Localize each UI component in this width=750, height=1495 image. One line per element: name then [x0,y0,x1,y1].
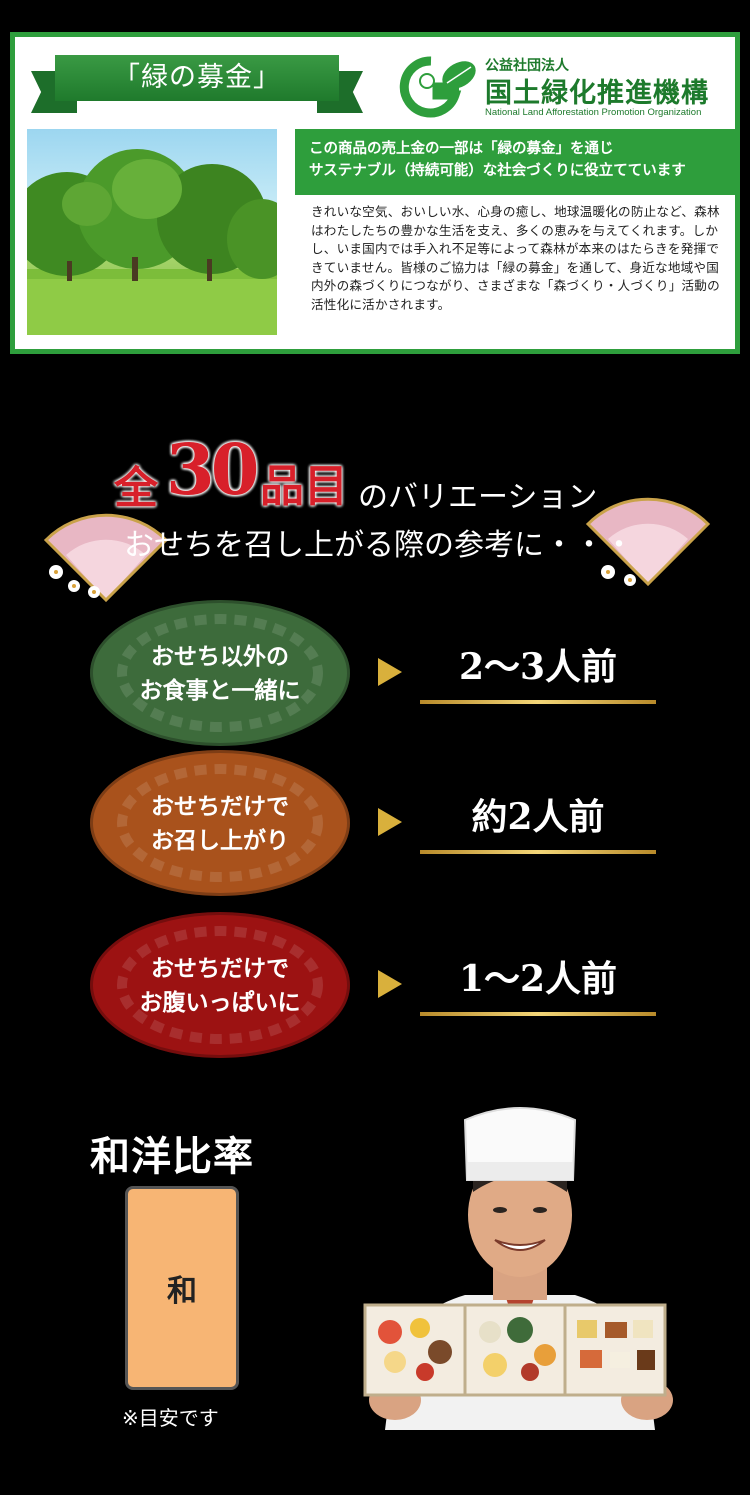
green-fund-panel: 「緑の募金」 公益社団法人 国土緑化推進機構 National Land Aff… [10,32,740,354]
org-type: 公益社団法人 [485,57,569,73]
serving-portion: 約2人前 [471,796,605,838]
forest-photo [27,129,277,335]
fund-description: きれいな空気、おいしい水、心身の癒し、地球温暖化の防止など、森林はわたしたちの豊… [311,205,720,312]
serving-row: おせち以外の お食事と一緒に 2〜3人前 [0,600,750,746]
organization-logo: 公益社団法人 国土緑化推進機構 National Land Afforestat… [395,51,731,121]
chef-with-osechi-image [363,1107,673,1430]
ribbon-banner: 「緑の募金」 [31,55,363,113]
serving-line2: お食事と一緒に [139,677,301,703]
arrow-right-icon [378,970,402,998]
serving-oval-brown: おせちだけで お召し上がり [90,750,350,896]
fund-headline: この商品の売上金の一部は「緑の募金」を通じ サステナブル（持続可能）な社会づくり… [295,129,737,195]
variation-heading: 全 30 品目 のバリエーション おせちを召し上がる際の参考に・・・ [0,420,750,603]
right-fan-icon [585,497,711,587]
ratio-title: 和洋比率 [90,1133,254,1180]
serving-line1: おせち以外の [151,643,289,669]
fund-headline-line2: サステナブル（持続可能）な社会づくりに役立てています [309,163,686,179]
ratio-note: ※目安です [122,1408,219,1430]
ratio-label: 和 [167,1274,197,1309]
ratio-box: 和 [125,1186,239,1390]
serving-line2: お召し上がり [151,827,289,853]
item-count: 30 [166,428,259,511]
serving-portion: 2〜3人前 [458,646,618,688]
serving-oval-green: おせち以外の お食事と一緒に [90,600,350,746]
left-fan-icon [43,513,169,603]
serving-line1: おせちだけで [151,793,289,819]
serving-portion: 1〜2人前 [458,958,618,1000]
gold-underline [420,850,656,854]
serving-row: おせちだけで お召し上がり 約2人前 [0,750,750,896]
variation-suffix: のバリエーション [358,480,598,515]
org-english-name: National Land Afforestation Promotion Or… [485,107,702,118]
serving-line2: お腹いっぱいに [139,989,301,1015]
org-name: 国土緑化推進機構 [485,78,709,108]
zen-label: 全 [114,463,158,514]
variation-hint: おせちを召し上がる際の参考に・・・ [124,528,634,563]
arrow-right-icon [378,658,402,686]
gold-underline [420,1012,656,1016]
serving-line1: おせちだけで [151,955,289,981]
green-leaf-logo-icon [399,56,476,118]
ribbon-label: 「緑の募金」 [55,55,339,101]
arrow-right-icon [378,808,402,836]
gold-underline [420,700,656,704]
serving-row: おせちだけで お腹いっぱいに 1〜2人前 [0,912,750,1058]
hinmoku-label: 品目 [260,461,348,512]
fund-headline-line1: この商品の売上金の一部は「緑の募金」を通じ [309,141,614,157]
serving-oval-red: おせちだけで お腹いっぱいに [90,912,350,1058]
